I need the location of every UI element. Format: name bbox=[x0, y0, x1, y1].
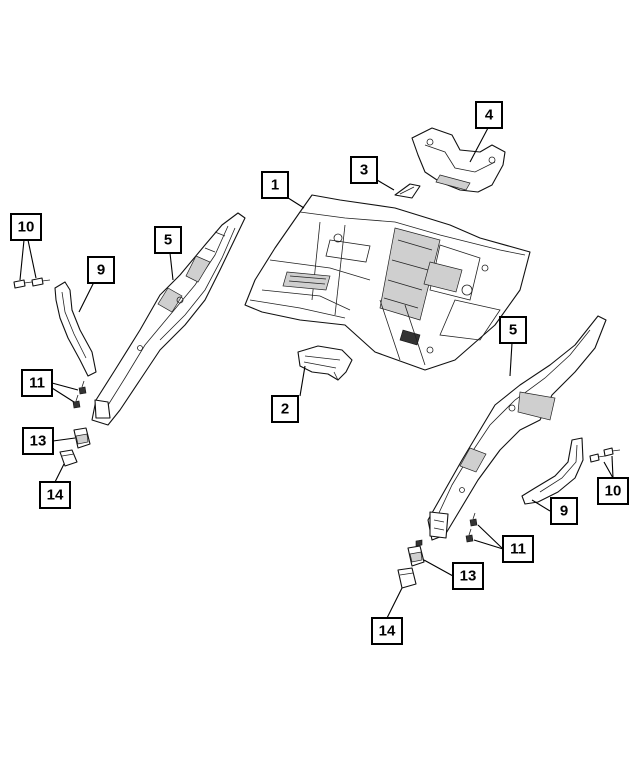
callout-2: 2 bbox=[271, 395, 299, 423]
left-frame-rail-part bbox=[91, 212, 246, 426]
svg-text:5: 5 bbox=[164, 232, 172, 249]
floor-pan-part bbox=[244, 194, 531, 371]
callout-3: 3 bbox=[350, 156, 378, 184]
callout-10-left: 10 bbox=[10, 213, 42, 241]
left-bracket-13-part bbox=[73, 427, 91, 449]
svg-text:11: 11 bbox=[510, 541, 526, 558]
callout-9-right: 9 bbox=[550, 497, 578, 525]
svg-text:10: 10 bbox=[18, 219, 35, 236]
svg-text:13: 13 bbox=[30, 433, 47, 450]
callout-9-left: 9 bbox=[87, 256, 115, 284]
svg-text:9: 9 bbox=[560, 503, 568, 520]
callout-14-left: 14 bbox=[39, 481, 71, 509]
left-rail-extension-part bbox=[54, 281, 97, 377]
callout-1: 1 bbox=[261, 171, 289, 199]
right-rail-extension-part bbox=[521, 437, 584, 505]
svg-text:3: 3 bbox=[360, 162, 368, 179]
svg-text:13: 13 bbox=[460, 568, 477, 585]
svg-text:11: 11 bbox=[29, 375, 45, 392]
callout-13-right: 13 bbox=[452, 562, 484, 590]
bracket-part bbox=[394, 183, 421, 199]
right-bracket-13-part bbox=[407, 545, 425, 567]
left-fasteners-part bbox=[72, 380, 87, 409]
callout-5-left: 5 bbox=[154, 226, 182, 254]
callout-11-right: 11 bbox=[502, 535, 534, 563]
callout-14-right: 14 bbox=[371, 617, 403, 645]
svg-text:14: 14 bbox=[47, 487, 64, 504]
callout-13-left: 13 bbox=[22, 427, 54, 455]
crossmember-part bbox=[411, 127, 506, 193]
left-bolts-part bbox=[13, 277, 51, 289]
callout-11-left: 11 bbox=[21, 369, 53, 397]
callout-5-right: 5 bbox=[499, 316, 527, 344]
svg-text:2: 2 bbox=[281, 401, 289, 418]
right-frame-rail-part bbox=[427, 315, 607, 541]
svg-text:14: 14 bbox=[379, 623, 396, 640]
svg-text:10: 10 bbox=[605, 483, 622, 500]
leader-lines bbox=[19, 127, 614, 619]
right-block-14-part bbox=[397, 567, 417, 589]
right-fasteners-part bbox=[415, 512, 478, 547]
callout-4: 4 bbox=[475, 101, 503, 129]
svg-text:5: 5 bbox=[509, 322, 517, 339]
heat-shield-part bbox=[297, 345, 353, 381]
svg-text:4: 4 bbox=[485, 107, 494, 124]
svg-text:1: 1 bbox=[271, 177, 279, 194]
callout-10-right: 10 bbox=[597, 477, 629, 505]
left-block-14-part bbox=[59, 449, 78, 467]
svg-text:9: 9 bbox=[97, 262, 105, 279]
right-bolts-part bbox=[589, 447, 621, 463]
